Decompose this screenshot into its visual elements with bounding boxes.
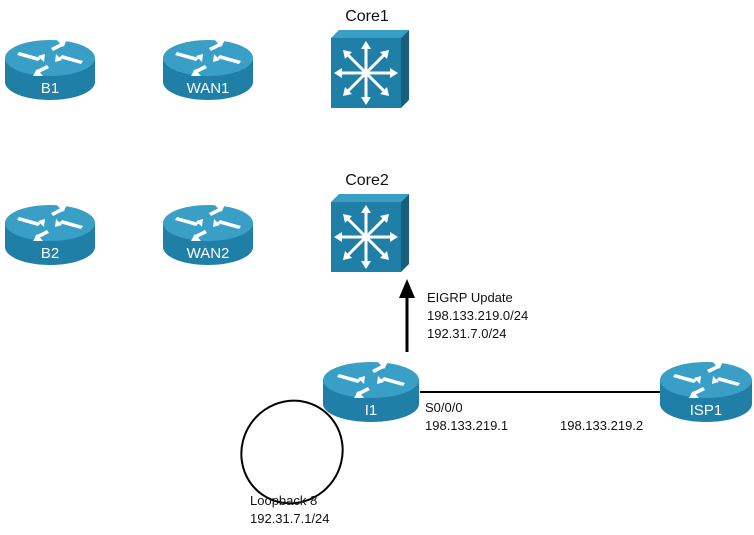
router-wan1-label: WAN1 (187, 80, 230, 97)
router-icon (5, 40, 95, 100)
eigrp-route-1: 198.133.219.0/24 (427, 308, 528, 323)
layer3-switch-icon (331, 30, 409, 108)
eigrp-update-title: EIGRP Update (427, 290, 513, 305)
router-isp1[interactable]: ISP1 (660, 362, 752, 422)
switch-core2[interactable]: Core2 (331, 172, 409, 272)
router-wan2[interactable]: WAN2 (163, 205, 253, 265)
router-icon (163, 40, 253, 100)
router-b1[interactable]: B1 (5, 40, 95, 100)
eigrp-update-note: EIGRP Update 198.133.219.0/24 192.31.7.0… (427, 290, 528, 341)
i1-interface-name: S0/0/0 (425, 400, 463, 415)
router-icon (660, 362, 752, 422)
router-wan1[interactable]: WAN1 (163, 40, 253, 100)
router-i1[interactable]: I1 (323, 362, 419, 422)
router-icon (5, 205, 95, 265)
router-icon (163, 205, 253, 265)
switch-core1[interactable]: Core1 (331, 8, 409, 108)
switch-core2-label: Core2 (345, 172, 389, 189)
router-wan2-label: WAN2 (187, 245, 230, 262)
loopback-loop (240, 399, 344, 505)
i1-interface-ip: 198.133.219.1 (425, 418, 508, 433)
router-isp1-label: ISP1 (690, 402, 723, 419)
router-i1-label: I1 (365, 402, 378, 419)
loopback-name: Loopback 8 (250, 493, 317, 508)
router-b1-label: B1 (41, 80, 59, 97)
layer3-switch-icon (331, 194, 409, 272)
loopback-ip: 192.31.7.1/24 (250, 511, 330, 526)
switch-core1-label: Core1 (345, 8, 389, 25)
router-icon (323, 362, 419, 422)
router-b2[interactable]: B2 (5, 205, 95, 265)
eigrp-route-2: 192.31.7.0/24 (427, 326, 507, 341)
arrowhead-icon (399, 279, 415, 298)
isp1-interface-ip: 198.133.219.2 (560, 418, 643, 433)
router-b2-label: B2 (41, 245, 59, 262)
